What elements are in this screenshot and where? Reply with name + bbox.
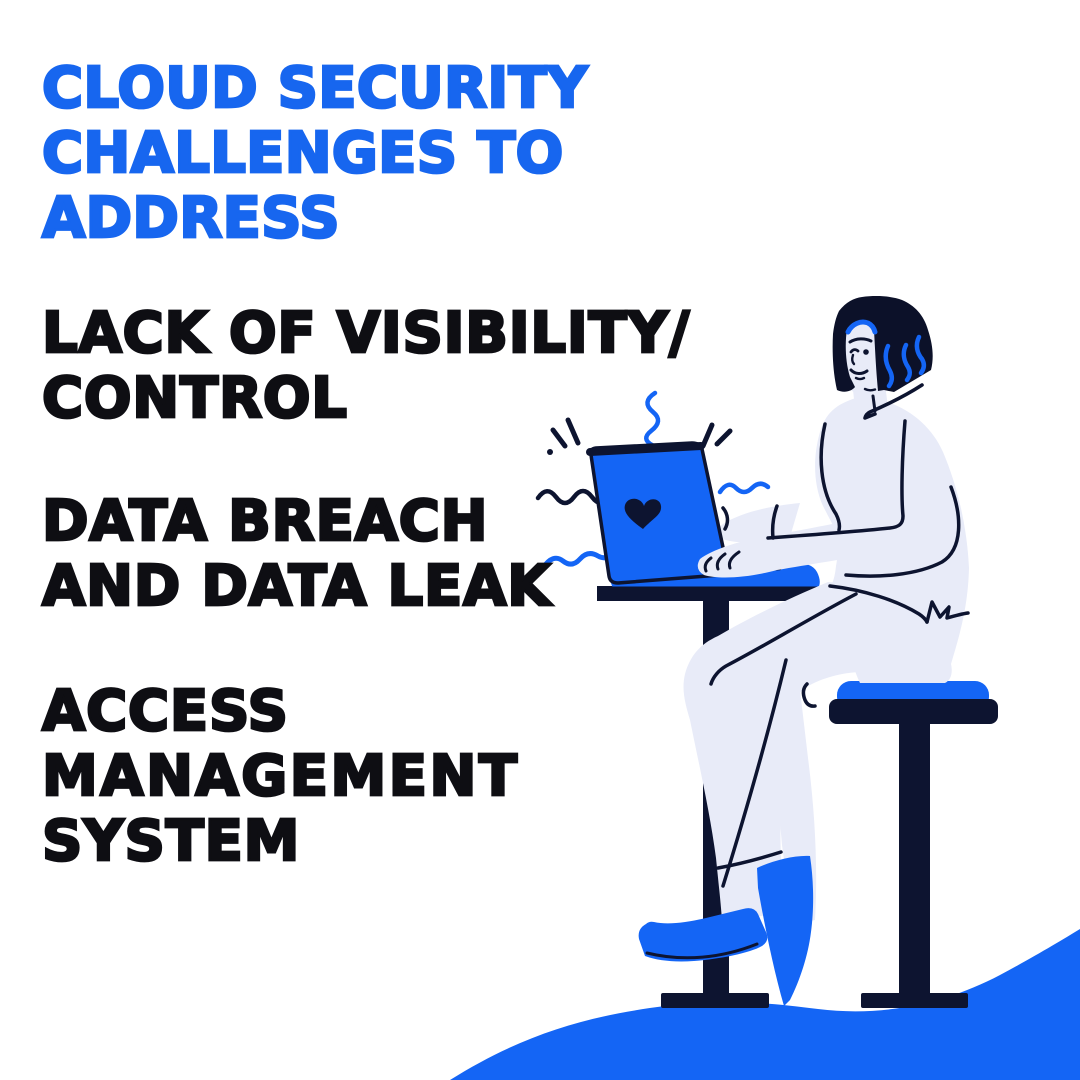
list-item-data-breach: DATA BREACH AND DATA LEAK <box>41 488 552 621</box>
item3-line-3: SYSTEM <box>41 808 301 876</box>
list-item-lack-of-visibility: LACK OF VISIBILITY/ CONTROL <box>41 300 691 433</box>
title-line-2: CHALLENGES TO <box>41 120 565 188</box>
left-slipper <box>638 908 768 962</box>
title-line-3: ADDRESS <box>41 185 341 253</box>
item3-line-2: MANAGEMENT <box>41 743 520 811</box>
title-line-1: CLOUD SECURITY <box>41 55 589 123</box>
body-lines <box>703 337 970 888</box>
spark-dashes-left-icon <box>547 417 581 455</box>
list-item-access-management: ACCESS MANAGEMENT SYSTEM <box>41 678 520 876</box>
item3-line-1: ACCESS <box>41 678 290 746</box>
blue-squiggle-right-icon <box>717 481 771 495</box>
item1-line-1: LACK OF VISIBILITY/ <box>41 300 691 368</box>
far-hand <box>717 503 800 543</box>
right-shoe <box>757 855 814 1006</box>
spark-dashes-right-icon <box>700 422 733 449</box>
item2-line-2: AND DATA LEAK <box>41 553 552 621</box>
item1-line-2: CONTROL <box>41 365 349 433</box>
heart-icon <box>624 498 662 529</box>
poster-title: CLOUD SECURITY CHALLENGES TO ADDRESS <box>41 55 589 253</box>
hair-streaks <box>845 319 927 389</box>
steam-squiggle-icon <box>644 390 661 448</box>
shoes <box>638 855 814 1006</box>
item2-line-1: DATA BREACH <box>41 488 489 556</box>
stool <box>829 681 998 1008</box>
